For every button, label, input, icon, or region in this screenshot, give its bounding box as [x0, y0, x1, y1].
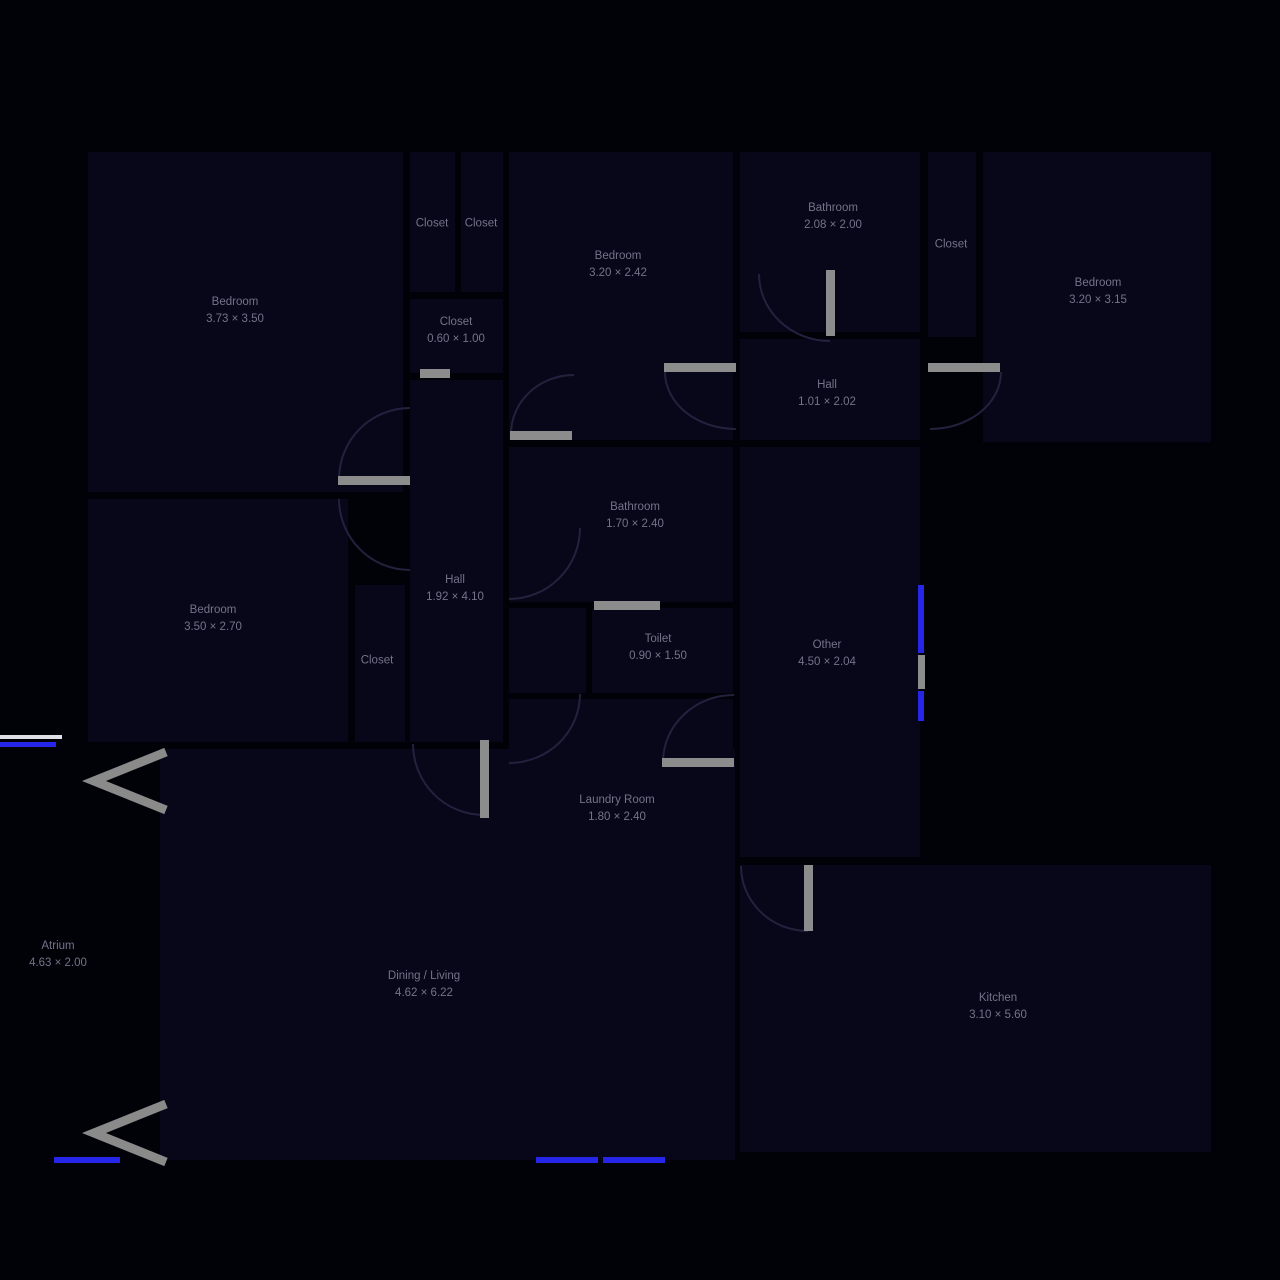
- room-kitchen-area: [740, 865, 1211, 1152]
- door-marker: [510, 431, 572, 440]
- room-dims: 3.20 × 3.15: [1069, 294, 1127, 306]
- room-label-closet-5: Closet: [361, 653, 394, 670]
- room-label-bedroom-1: Bedroom 3.73 × 3.50: [206, 294, 264, 328]
- room-dining-living-area: [160, 749, 735, 1160]
- room-label-hall-2: Hall 1.92 × 4.10: [426, 572, 484, 606]
- room-hall-2-area: [410, 380, 503, 742]
- door-marker: [420, 369, 450, 378]
- room-label-bedroom-3: Bedroom 3.20 × 3.15: [1069, 275, 1127, 309]
- room-label-closet-3: Closet: [935, 237, 968, 254]
- window-marker: [0, 742, 56, 747]
- room-closet-2-area: [461, 152, 503, 292]
- room-name: Closet: [464, 217, 498, 230]
- room-dims: 1.92 × 4.10: [426, 591, 484, 603]
- room-dims: 4.62 × 6.22: [395, 987, 453, 999]
- door-marker: [664, 363, 736, 372]
- room-hall-1-area: [740, 339, 920, 440]
- room-label-bedroom-2: Bedroom 3.20 × 2.42: [589, 248, 647, 282]
- room-name: Closet: [934, 238, 968, 251]
- window-frame-segment: [918, 655, 925, 689]
- room-label-hall-1: Hall 1.01 × 2.02: [798, 377, 856, 411]
- window-marker: [603, 1157, 665, 1163]
- room-dims: 4.63 × 2.00: [29, 957, 87, 969]
- door-marker: [804, 865, 813, 931]
- door-marker: [928, 363, 1000, 372]
- room-dims: 1.80 × 2.40: [588, 811, 646, 823]
- room-name: Toilet: [644, 633, 672, 645]
- window-marker-white: [0, 735, 62, 739]
- room-closet-4-area: [410, 299, 503, 373]
- entry-arrow-icon: [81, 1099, 168, 1167]
- room-label-toilet: Toilet 0.90 × 1.50: [629, 631, 687, 665]
- room-name: Other: [812, 639, 842, 651]
- room-name: Bathroom: [610, 501, 660, 513]
- room-name: Laundry Room: [579, 794, 655, 806]
- window-marker: [54, 1157, 120, 1163]
- room-dims: 3.50 × 2.70: [184, 621, 242, 633]
- room-dims: 3.73 × 3.50: [206, 313, 264, 325]
- room-closet-3-area: [928, 152, 976, 337]
- room-dims: 4.50 × 2.04: [798, 656, 856, 668]
- room-name: Bedroom: [594, 250, 642, 262]
- room-label-bathroom-1: Bathroom 2.08 × 2.00: [804, 200, 862, 234]
- door-marker: [826, 270, 835, 336]
- room-dims: 0.90 × 1.50: [629, 650, 687, 662]
- door-marker: [338, 476, 410, 485]
- room-bedroom-4-area: [88, 499, 348, 742]
- door-swing-arc: [338, 499, 410, 571]
- room-name: Closet: [439, 316, 473, 328]
- window-marker: [536, 1157, 598, 1163]
- room-name: Kitchen: [978, 992, 1018, 1004]
- room-name: Closet: [415, 217, 449, 230]
- window-marker: [918, 585, 924, 653]
- room-name: Hall: [817, 379, 837, 391]
- room-name: Closet: [360, 654, 394, 667]
- room-name: Dining / Living: [387, 970, 461, 982]
- room-dims: 1.70 × 2.40: [606, 518, 664, 530]
- room-label-bedroom-4: Bedroom 3.50 × 2.70: [184, 602, 242, 636]
- room-closet-1-area: [410, 152, 455, 292]
- room-label-other: Other 4.50 × 2.04: [798, 637, 856, 671]
- room-bedroom-3-area: [983, 152, 1211, 442]
- room-name: Bedroom: [189, 604, 237, 616]
- room-closet-5-area: [355, 585, 405, 742]
- room-label-dining-living: Dining / Living 4.62 × 6.22: [388, 968, 460, 1002]
- room-name: Bedroom: [211, 296, 259, 308]
- room-name: Hall: [445, 574, 465, 586]
- room-label-closet-2: Closet: [465, 216, 498, 233]
- room-label-kitchen: Kitchen 3.10 × 5.60: [969, 990, 1027, 1024]
- door-marker: [662, 758, 734, 767]
- window-marker: [918, 691, 924, 721]
- room-bedroom-1-area: [88, 152, 403, 492]
- room-label-laundry: Laundry Room 1.80 × 2.40: [579, 792, 654, 826]
- room-label-atrium: Atrium 4.63 × 2.00: [29, 938, 87, 972]
- room-dims: 3.20 × 2.42: [589, 267, 647, 279]
- room-name: Atrium: [41, 940, 75, 952]
- room-other-area: [740, 447, 920, 857]
- entry-arrow-icon: [81, 747, 168, 815]
- room-dims: 0.60 × 1.00: [427, 333, 485, 345]
- door-marker: [594, 601, 660, 610]
- room-name: Bedroom: [1074, 277, 1122, 289]
- room-dims: 3.10 × 5.60: [969, 1009, 1027, 1021]
- room-label-closet-1: Closet: [416, 216, 449, 233]
- door-marker: [480, 740, 489, 818]
- room-label-closet-4: Closet 0.60 × 1.00: [427, 314, 485, 348]
- room-dims: 2.08 × 2.00: [804, 219, 862, 231]
- room-label-bathroom-2: Bathroom 1.70 × 2.40: [606, 499, 664, 533]
- corridor-area: [509, 608, 586, 693]
- room-toilet-area: [592, 608, 733, 693]
- room-dims: 1.01 × 2.02: [798, 396, 856, 408]
- room-name: Bathroom: [808, 202, 858, 214]
